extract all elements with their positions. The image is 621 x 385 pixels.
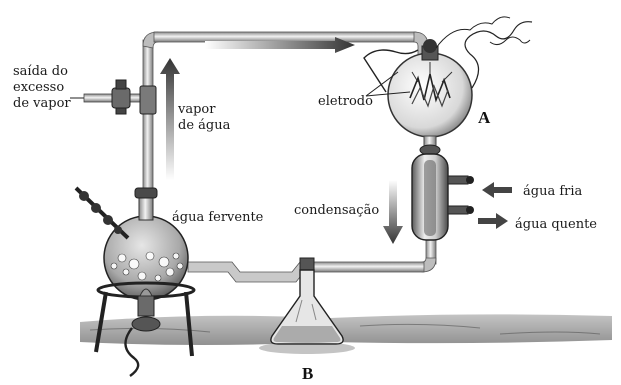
label-flask-b: B <box>302 364 313 384</box>
label-excess-steam-line2: excesso <box>13 80 64 95</box>
label-electrode: eletrodo <box>318 94 373 109</box>
electrode-wire-right <box>465 22 532 88</box>
left-vertical-tube <box>143 40 153 200</box>
label-hot-water: água quente <box>515 217 597 232</box>
label-excess-steam-line3: de vapor <box>13 96 71 111</box>
flask-side-probe <box>76 188 128 238</box>
condenser <box>412 154 474 240</box>
label-excess-steam-line1: saída do <box>13 64 68 79</box>
label-water-vapor-line2: de água <box>178 118 230 133</box>
vapor-up-arrow <box>160 58 180 180</box>
flask-a-spark-chamber <box>388 39 472 155</box>
cold-water-arrow <box>482 182 512 198</box>
hot-water-arrow <box>478 213 508 229</box>
label-boiling-water: água fervente <box>172 210 263 225</box>
bottom-horizontal-tube-right <box>312 262 424 272</box>
condensation-down-arrow <box>383 180 403 244</box>
top-horizontal-tube <box>154 32 416 42</box>
label-cold-water: água fria <box>523 184 582 199</box>
valve-flange <box>140 86 156 114</box>
label-flask-a: A <box>478 108 490 128</box>
label-water-vapor-line1: vapor <box>178 102 215 117</box>
ground-surface <box>80 314 612 345</box>
label-condensation: condensação <box>294 203 379 218</box>
valve-body <box>112 88 130 108</box>
